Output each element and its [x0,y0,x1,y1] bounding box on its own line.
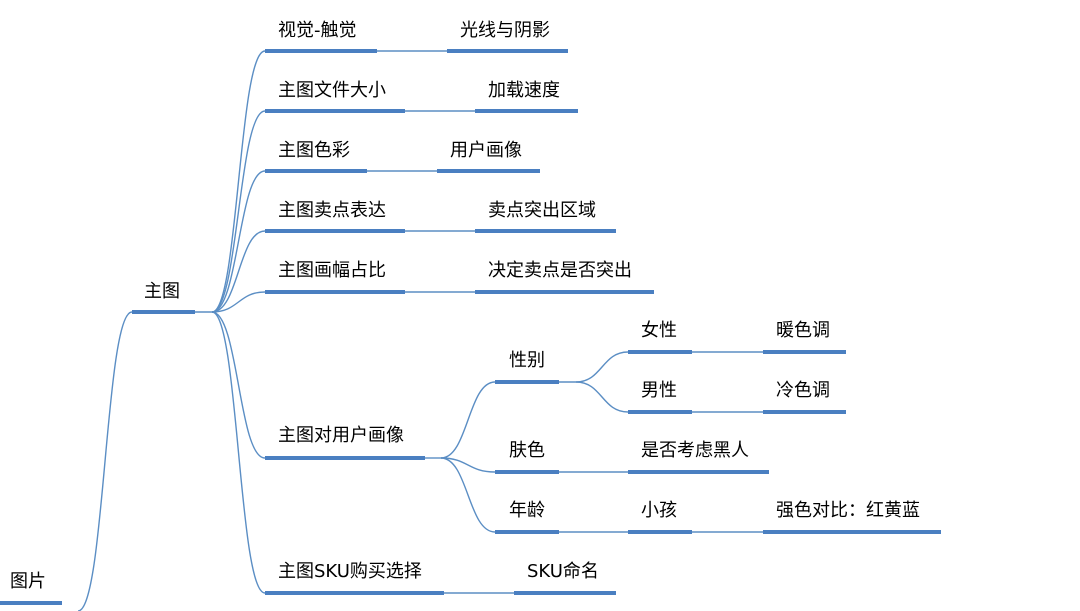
branch-connector [211,311,266,459]
main-node-underline [132,310,195,314]
node-underline [628,530,692,534]
node-underline [265,591,444,595]
sub-child-label[interactable]: 女性 [641,320,677,341]
branch-connector [211,110,266,313]
branch-label[interactable]: 主图色彩 [278,140,350,161]
node-underline [495,380,559,384]
branch-connector [211,230,266,313]
leaf-label[interactable]: 强色对比：红黄蓝 [776,500,920,521]
sub-branch-label[interactable]: 年龄 [509,500,545,521]
branch-child-label[interactable]: 加载速度 [488,80,560,101]
leaf-label[interactable]: 冷色调 [776,380,830,401]
node-underline [495,470,559,474]
sub-connector [575,351,629,383]
node-underline [265,290,405,294]
branch-child-label[interactable]: SKU命名 [527,561,599,582]
branch-connector [211,170,266,313]
node-underline [265,109,405,113]
node-underline [628,470,769,474]
root-node-label[interactable]: 图片 [10,571,46,592]
branch-label[interactable]: 视觉-触觉 [278,20,357,41]
branch-connector [211,50,266,313]
node-underline [763,410,846,414]
branch-label[interactable]: 主图文件大小 [278,80,386,101]
branch-connector [211,311,266,594]
leaf-label[interactable]: 是否考虑黑人 [641,440,749,461]
leaf-label[interactable]: 暖色调 [776,320,830,341]
branch-child-label[interactable]: 卖点突出区域 [488,200,596,221]
branch-connector [211,291,266,313]
node-underline [514,591,616,595]
sub-connector [440,457,496,473]
node-underline [475,229,616,233]
sub-branch-label[interactable]: 肤色 [509,440,545,461]
branch-child-label[interactable]: 用户画像 [450,140,522,161]
node-underline [265,456,425,460]
node-underline [447,49,568,53]
node-underline [475,109,578,113]
node-underline [475,290,654,294]
sub-child-label[interactable]: 男性 [641,380,677,401]
sub-connector [575,381,629,413]
main-node-label[interactable]: 主图 [144,281,180,302]
node-underline [763,350,846,354]
branch-label[interactable]: 主图卖点表达 [278,200,386,221]
root-node-underline [0,601,62,605]
node-underline [265,49,377,53]
node-underline [628,350,692,354]
root-to-main-connector [77,311,133,611]
node-underline [628,410,692,414]
branch-child-label[interactable]: 光线与阴影 [460,20,550,41]
node-underline [265,169,367,173]
branch-label[interactable]: 主图画幅占比 [278,260,386,281]
sub-branch-label[interactable]: 性别 [509,350,545,371]
node-underline [437,169,540,173]
node-underline [495,530,559,534]
branch-child-label[interactable]: 决定卖点是否突出 [488,260,632,281]
sub-connector [440,381,496,459]
node-underline [265,229,405,233]
branch-label[interactable]: 主图SKU购买选择 [278,561,422,582]
sub-child-label[interactable]: 小孩 [641,500,677,521]
node-underline [763,530,941,534]
sub-connector [440,457,496,533]
branch-label[interactable]: 主图对用户画像 [278,425,404,446]
